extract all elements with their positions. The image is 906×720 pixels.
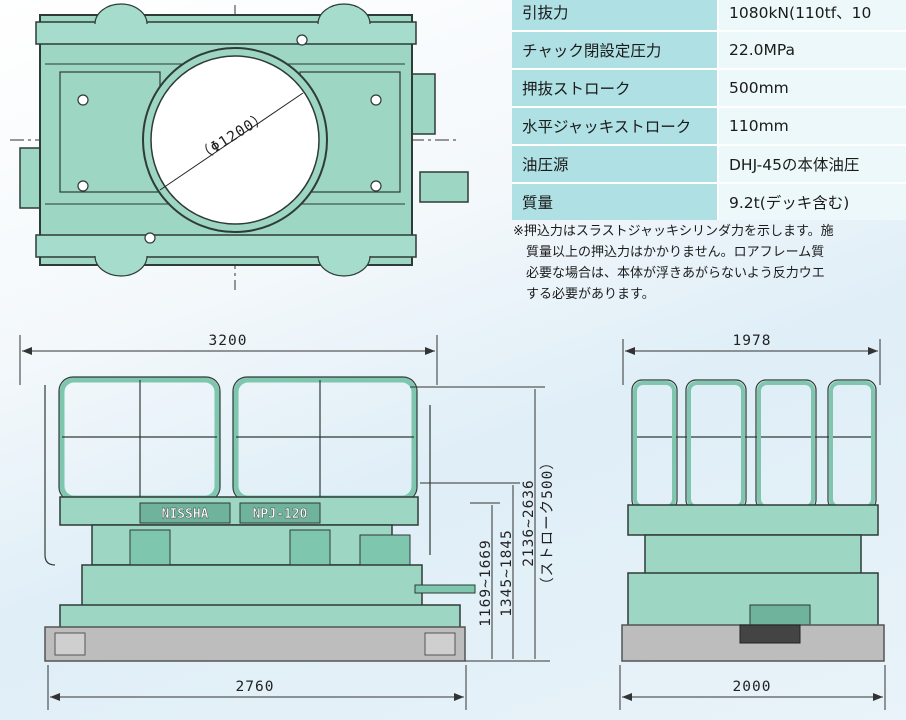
spec-value: 22.0MPa xyxy=(717,30,906,69)
note-line: ※押込力はスラストジャッキシリンダ力を示します。施 xyxy=(513,224,834,239)
front-view-drawing: 3200 NISSHA NPJ-120 1169~1669 1345~1845 … xyxy=(19,333,556,710)
note-line: 質量以上の押込力はかかりません。ロアフレーム質 xyxy=(526,245,825,260)
height-1-label: 1169~1669 xyxy=(478,539,494,627)
plan-view-drawing: （Φ1200） xyxy=(10,3,469,290)
width-top-label: 3200 xyxy=(209,333,248,349)
height-3-note: （ストローク500） xyxy=(539,454,556,592)
height-3-label: 2136~2636 xyxy=(521,479,537,567)
spec-value: DHJ-45の本体油圧 xyxy=(717,144,906,183)
spec-value: 9.2t(デッキ含む) xyxy=(717,182,906,220)
nameplate-right: NPJ-120 xyxy=(253,507,308,522)
side-view-drawing: 1978 2000 xyxy=(619,333,886,710)
spec-label: 引抜力 xyxy=(512,0,718,31)
spec-label: 押抜ストローク xyxy=(512,68,718,107)
spec-value: 500mm xyxy=(717,68,906,107)
spec-label: 水平ジャッキストローク xyxy=(512,106,718,145)
spec-value: 110mm xyxy=(717,106,906,145)
note-line: する必要があります。 xyxy=(526,287,655,302)
spec-note: ※押込力はスラストジャッキシリンダ力を示します。施 質量以上の押込力はかかりませ… xyxy=(513,221,906,305)
side-width-bottom-label: 2000 xyxy=(733,679,772,695)
spec-label: 質量 xyxy=(512,182,718,220)
side-width-top-label: 1978 xyxy=(733,333,772,349)
height-2-label: 1345~1845 xyxy=(499,529,515,617)
width-bottom-label: 2760 xyxy=(236,679,275,695)
nameplate-left: NISSHA xyxy=(162,507,209,522)
spec-label: チャック閉設定圧力 xyxy=(512,30,718,69)
note-line: 必要な場合は、本体が浮きあがらないよう反力ウエ xyxy=(526,266,825,281)
spec-value: 1080kN(110tf、10 xyxy=(717,0,906,31)
spec-label: 油圧源 xyxy=(512,144,718,183)
